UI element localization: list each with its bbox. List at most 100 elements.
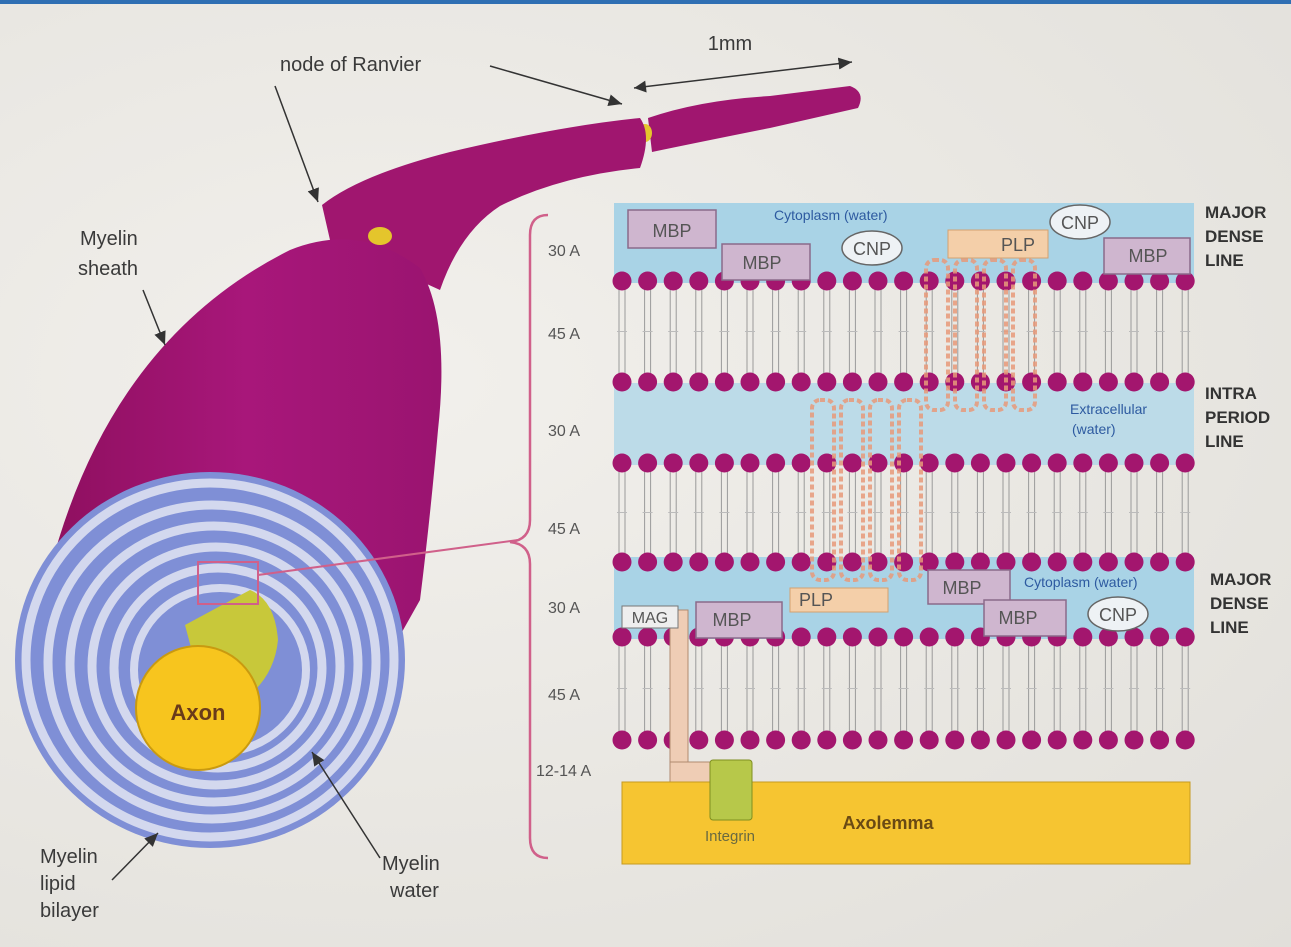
lipid-tails — [617, 289, 1190, 732]
lipid-headgroups — [613, 272, 1195, 750]
lipid-headgroup — [689, 553, 708, 572]
lipid-headgroup — [613, 731, 632, 750]
lipid-headgroup — [817, 272, 836, 291]
plp-protein: PLP — [948, 230, 1048, 258]
lipid-headgroup — [715, 373, 734, 392]
lipid-headgroup — [1176, 553, 1195, 572]
lipid-headgroup — [945, 731, 964, 750]
svg-text:MBP: MBP — [1128, 246, 1167, 266]
lipid-headgroup — [817, 731, 836, 750]
extracellular-label-1: Extracellular — [1070, 401, 1147, 417]
lipid-headgroup — [1099, 731, 1118, 750]
lipid-headgroup — [1150, 628, 1169, 647]
lipid-headgroup — [920, 373, 939, 392]
lipid-headgroup — [997, 731, 1016, 750]
lipid-headgroup — [1073, 373, 1092, 392]
lipid-headgroup — [1125, 553, 1144, 572]
lipid-headgroup — [613, 628, 632, 647]
lipid-headgroup — [741, 373, 760, 392]
lipid-headgroup — [664, 272, 683, 291]
spacing-45a: 45 A — [548, 687, 580, 704]
svg-text:DENSE: DENSE — [1205, 227, 1264, 246]
lipid-headgroup — [715, 454, 734, 473]
spacing-30a: 30 A — [548, 600, 580, 617]
major-dense-line-label: MAJOR DENSE LINE — [1205, 203, 1266, 270]
lipid-headgroup — [1150, 553, 1169, 572]
node-arrow-1 — [490, 66, 622, 104]
lipid-headgroup — [741, 731, 760, 750]
major-dense-line-label: MAJOR DENSE LINE — [1210, 570, 1271, 637]
svg-text:MBP: MBP — [942, 578, 981, 598]
myelin-sheath-label-1: Myelin — [80, 228, 138, 250]
lipid-headgroup — [920, 628, 939, 647]
lipid-headgroup — [869, 628, 888, 647]
lipid-headgroup — [1048, 553, 1067, 572]
svg-text:CNP: CNP — [1099, 605, 1137, 625]
lipid-headgroup — [1176, 454, 1195, 473]
lipid-headgroup — [894, 731, 913, 750]
lipid-headgroup — [894, 373, 913, 392]
lipid-headgroup — [715, 731, 734, 750]
lipid-headgroup — [997, 454, 1016, 473]
svg-text:Integrin: Integrin — [705, 828, 755, 845]
svg-text:LINE: LINE — [1210, 618, 1249, 637]
lipid-bilayer-arrow — [112, 833, 158, 880]
lipid-headgroup — [894, 272, 913, 291]
lipid-bilayer-label-3: bilayer — [40, 900, 99, 922]
cnp-protein: CNP — [1050, 205, 1110, 239]
lipid-headgroup — [766, 553, 785, 572]
lipid-headgroup — [689, 454, 708, 473]
lipid-headgroup — [1125, 731, 1144, 750]
lipid-headgroup — [1176, 628, 1195, 647]
lipid-headgroup — [1150, 731, 1169, 750]
lipid-headgroup — [1048, 272, 1067, 291]
lipid-headgroup — [766, 373, 785, 392]
spacing-45a: 45 A — [548, 326, 580, 343]
svg-text:MAG: MAG — [632, 610, 668, 627]
lipid-headgroup — [817, 373, 836, 392]
lipid-headgroup — [613, 553, 632, 572]
lipid-headgroup — [971, 373, 990, 392]
lipid-headgroup — [894, 628, 913, 647]
lipid-headgroup — [613, 454, 632, 473]
lipid-headgroup — [843, 628, 862, 647]
lipid-headgroup — [741, 454, 760, 473]
lipid-headgroup — [971, 272, 990, 291]
svg-text:MBP: MBP — [652, 221, 691, 241]
lipid-headgroup — [1022, 373, 1041, 392]
lipid-headgroup — [792, 454, 811, 473]
lipid-headgroup — [1073, 628, 1092, 647]
lipid-headgroup — [792, 553, 811, 572]
svg-text:CNP: CNP — [1061, 213, 1099, 233]
lipid-headgroup — [843, 454, 862, 473]
axolemma: Axolemma — [622, 782, 1190, 864]
svg-text:PERIOD: PERIOD — [1205, 408, 1270, 427]
membrane-panel: Cytoplasm (water) Extracellular (water) … — [613, 203, 1195, 864]
lipid-headgroup — [971, 731, 990, 750]
lipid-headgroup — [638, 454, 657, 473]
mbp-protein: MBP — [696, 602, 782, 638]
spacing-45a: 45 A — [548, 521, 580, 538]
lipid-headgroup — [1099, 553, 1118, 572]
lipid-bilayer-label-1: Myelin — [40, 846, 98, 868]
lipid-headgroup — [1176, 373, 1195, 392]
lipid-headgroup — [1099, 454, 1118, 473]
lipid-headgroup — [869, 373, 888, 392]
spacing-30a: 30 A — [548, 243, 580, 260]
lipid-headgroup — [792, 628, 811, 647]
lipid-headgroup — [638, 731, 657, 750]
lipid-headgroup — [817, 628, 836, 647]
lipid-headgroup — [894, 454, 913, 473]
extracellular-label-2: (water) — [1072, 421, 1116, 437]
lipid-headgroup — [638, 553, 657, 572]
spacing-12-14a: 12-14 A — [536, 763, 591, 780]
lipid-headgroup — [843, 731, 862, 750]
lipid-headgroup — [920, 731, 939, 750]
mbp-protein: MBP — [928, 570, 1010, 604]
node-of-ranvier-label: node of Ranvier — [280, 54, 422, 76]
myelin-sheath-arrow — [143, 290, 165, 345]
lipid-headgroup — [1048, 373, 1067, 392]
lipid-headgroup — [715, 553, 734, 572]
scale-arrow — [634, 62, 852, 88]
lipid-headgroup — [843, 373, 862, 392]
